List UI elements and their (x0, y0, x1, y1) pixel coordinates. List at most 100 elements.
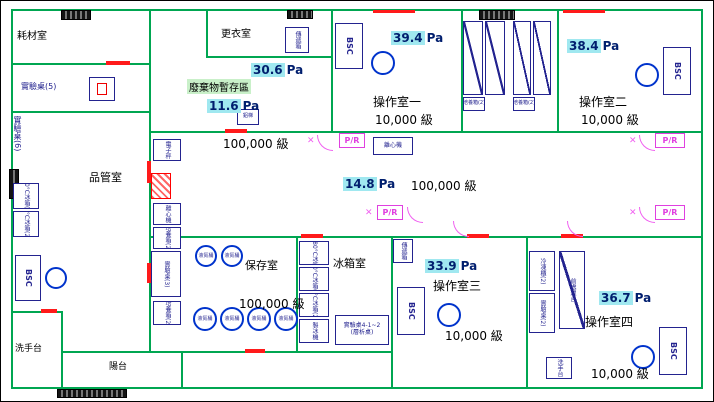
freezer-box: -20°C冰箱(2) (299, 267, 329, 291)
door-opening (147, 263, 151, 283)
equipment-label: 製冰機 (311, 322, 318, 340)
door-opening (225, 129, 247, 133)
equipment-label: 電子秤 (164, 141, 171, 159)
wall-vent (57, 389, 127, 398)
equipment-circle (631, 345, 655, 369)
equipment-circle (45, 267, 67, 289)
ln2-tank: 液氮桶 (195, 245, 217, 267)
pressure-unit: Pa (460, 259, 478, 273)
pressure-unit: Pa (286, 63, 304, 77)
equipment-label: -20°C冰箱(2) (23, 183, 30, 209)
equipment-circle (437, 303, 461, 327)
door-opening (301, 234, 323, 238)
incubator-box: 培養箱(2) (153, 227, 181, 249)
door-symbol-icon: ✕ (307, 136, 315, 146)
equipment-circle (635, 63, 659, 87)
room-label-op3: 操作室三 (433, 279, 482, 293)
equipment-label: 離心機 (164, 205, 171, 223)
room-label-waste: 廢棄物暫存區 (187, 79, 251, 94)
pressure-unit: Pa (634, 291, 652, 305)
freezer-box: -80°C冰箱 (299, 241, 329, 265)
pr-unit: P/R (655, 133, 685, 148)
wall-segment (391, 236, 393, 389)
ln2-tank: 液氮桶 (274, 307, 298, 331)
ladder-box: 鋁梯 (237, 109, 259, 125)
centrifuge-box: 離心機 (153, 203, 181, 225)
room-label-op4: 操作室四 (585, 315, 634, 329)
wall-segment (206, 9, 208, 56)
ln2-label: 液氮桶 (251, 315, 267, 322)
incubator-box: 培養箱(2) (463, 97, 485, 111)
locker-cabinet (485, 21, 505, 95)
wall-segment (557, 9, 559, 131)
wall-segment (61, 311, 63, 389)
door-opening (561, 234, 583, 238)
bench-box: 實驗桌(3) (151, 251, 181, 297)
incubator-box: 培養箱(2) (153, 301, 181, 325)
bench-box (89, 77, 115, 101)
wall-vent (61, 10, 91, 20)
ln2-label: 液氮桶 (224, 315, 240, 322)
scale-box: 電子秤 (153, 139, 181, 161)
sink-box: 洗手台 (546, 357, 572, 379)
equipment-label: 前處理台 (569, 278, 576, 302)
fridge-box: 4°C冰箱(2) (13, 211, 39, 237)
fridge-box: 4°C冰箱(2) (299, 293, 329, 317)
door-opening (563, 10, 605, 13)
pressure-value: 11.6 (207, 99, 241, 113)
pressure-value: 14.8 (343, 177, 377, 191)
bsc-label: BSC (669, 342, 678, 360)
class-label: 10,000 級 (581, 113, 639, 127)
pressure-value: 39.4 (391, 31, 425, 45)
room-label-consumables: 耗材室 (17, 31, 47, 42)
ln2-tank: 液氮桶 (247, 307, 271, 331)
door-opening (147, 161, 151, 183)
pr-unit: P/R (377, 205, 403, 220)
pressure-value: 38.4 (567, 39, 601, 53)
pressure-value: 33.9 (425, 259, 459, 273)
centrifuge-box: 離心機 (373, 137, 413, 155)
wall-segment (526, 236, 528, 389)
class-label: 10,000 級 (445, 329, 503, 343)
wall-segment (11, 63, 149, 65)
ln2-label: 液氮桶 (197, 315, 213, 322)
wall-segment (11, 111, 149, 113)
wall-segment (11, 311, 61, 313)
bsc-cabinet: BSC (659, 327, 687, 375)
ln2-tank: 液氮桶 (193, 307, 217, 331)
wall-vent (287, 10, 313, 19)
locker-cabinet (533, 21, 551, 95)
class-label: 10,000 級 (591, 367, 649, 381)
pressure-value: 36.7 (599, 291, 633, 305)
equipment-label: 傳遞箱 (294, 31, 301, 49)
bench-icon (97, 83, 107, 95)
equipment-label: 培養箱(2) (513, 100, 535, 107)
bsc-label: BSC (407, 302, 416, 320)
pressure-unit: Pa (242, 99, 260, 113)
equipment-label: 培養箱(2) (164, 301, 171, 325)
door-opening (245, 349, 265, 353)
room-label-op2: 操作室二 (579, 95, 628, 109)
bsc-cabinet: BSC (397, 287, 425, 335)
equipment-label: 4°C冰箱(2) (311, 293, 318, 317)
bench-box: 實驗桌(2) (529, 293, 555, 333)
wall-segment (206, 56, 331, 58)
ln2-label: 液氮桶 (224, 252, 240, 259)
equipment-label: (層析桌) (350, 329, 374, 336)
freezer-box: 冷凍櫃(2) (529, 251, 555, 291)
equipment-label: 4°C冰箱(2) (23, 211, 30, 237)
bench5-label: 實驗桌(5) (21, 82, 57, 91)
wall-segment (181, 351, 183, 389)
wall-segment (296, 236, 298, 351)
bsc-label: BSC (673, 62, 682, 80)
wall-segment (61, 351, 391, 353)
pressure-unit: Pa (602, 39, 620, 53)
room-label-op1: 操作室一 (373, 95, 422, 109)
equipment-label: 離心機 (383, 141, 402, 149)
room-label-fridge: 冰箱室 (333, 257, 366, 270)
